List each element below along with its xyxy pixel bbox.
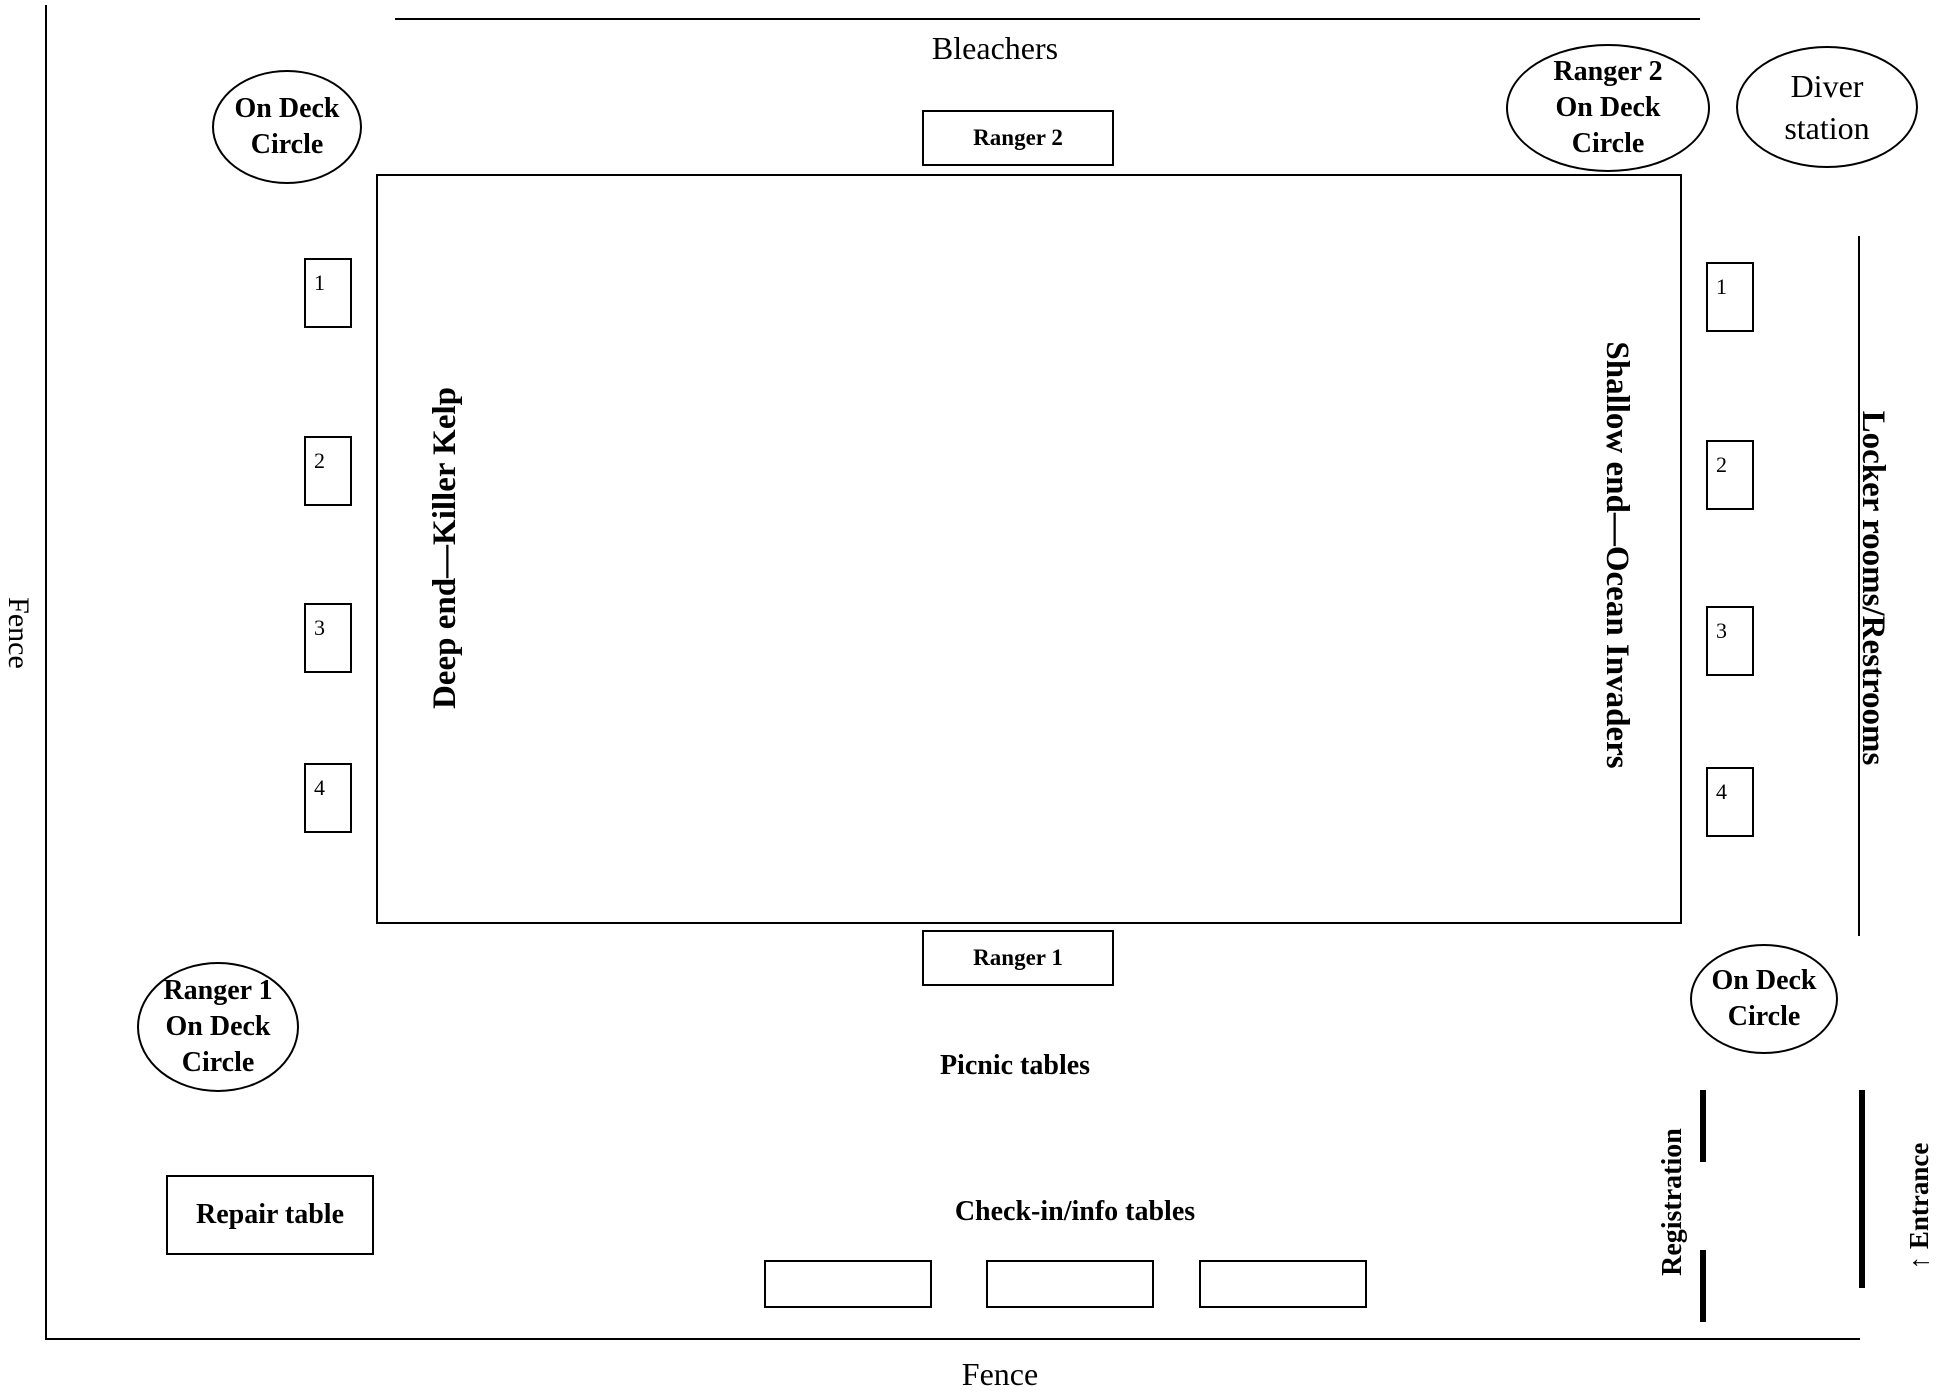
circle-line: Ranger 1 xyxy=(163,975,273,1006)
lane-right-3: 3 xyxy=(1706,606,1754,676)
pool xyxy=(376,174,1682,924)
circle-line: On Deck xyxy=(165,1011,271,1042)
diver-station-circle: Diver station xyxy=(1736,46,1918,168)
ranger-2-box: Ranger 2 xyxy=(922,110,1114,166)
ranger-2-on-deck-circle: Ranger 2 On Deck Circle xyxy=(1506,44,1710,172)
entrance-bar xyxy=(1859,1090,1865,1288)
bleachers-line xyxy=(395,18,1700,20)
checkin-table-3 xyxy=(1199,1260,1367,1308)
lane-left-4: 4 xyxy=(304,763,352,833)
lane-left-1: 1 xyxy=(304,258,352,328)
on-deck-circle-bottom-right: On Deck Circle xyxy=(1690,944,1838,1054)
checkin-table-1 xyxy=(764,1260,932,1308)
fence-bottom-label: Fence xyxy=(961,1356,1039,1392)
checkin-table-2 xyxy=(986,1260,1154,1308)
circle-line: Ranger 2 xyxy=(1553,56,1663,87)
circle-line: Circle xyxy=(181,1047,255,1078)
ranger-1-on-deck-circle: Ranger 1 On Deck Circle xyxy=(137,962,299,1092)
lane-left-2: 2 xyxy=(304,436,352,506)
fence-left-label: Fence xyxy=(2,597,35,669)
registration-label: Registration xyxy=(1657,1128,1688,1276)
lane-left-3: 3 xyxy=(304,603,352,673)
shallow-end-label: Shallow end—Ocean Invaders xyxy=(1599,341,1635,769)
deep-end-label: Deep end—Killer Kelp xyxy=(427,386,463,710)
circle-line: On Deck xyxy=(234,93,340,124)
on-deck-circle-top-left: On Deck Circle xyxy=(212,70,362,184)
fence-bottom-line xyxy=(45,1338,1860,1340)
circle-line: Circle xyxy=(1571,128,1645,159)
circle-line: Diver xyxy=(1790,68,1864,104)
circle-line: On Deck xyxy=(1711,965,1817,996)
circle-line: Circle xyxy=(1727,1001,1801,1032)
registration-bar-bottom xyxy=(1700,1250,1706,1322)
lane-right-2: 2 xyxy=(1706,440,1754,510)
circle-line: station xyxy=(1784,110,1870,146)
picnic-tables-label: Picnic tables xyxy=(939,1050,1091,1081)
entrance-label: ↑ Entrance xyxy=(1904,1142,1934,1270)
fence-left-line xyxy=(45,5,47,1340)
registration-bar-top xyxy=(1700,1090,1706,1162)
circle-line: On Deck xyxy=(1555,92,1661,123)
circle-line: Circle xyxy=(250,129,324,160)
checkin-tables-label: Check-in/info tables xyxy=(954,1196,1196,1227)
repair-table: Repair table xyxy=(166,1175,374,1255)
lane-right-1: 1 xyxy=(1706,262,1754,332)
bleachers-label: Bleachers xyxy=(931,30,1059,66)
lane-right-4: 4 xyxy=(1706,767,1754,837)
locker-rooms-line xyxy=(1858,236,1860,936)
ranger-1-box: Ranger 1 xyxy=(922,930,1114,986)
locker-rooms-label: Locker rooms/Restrooms xyxy=(1855,410,1891,766)
